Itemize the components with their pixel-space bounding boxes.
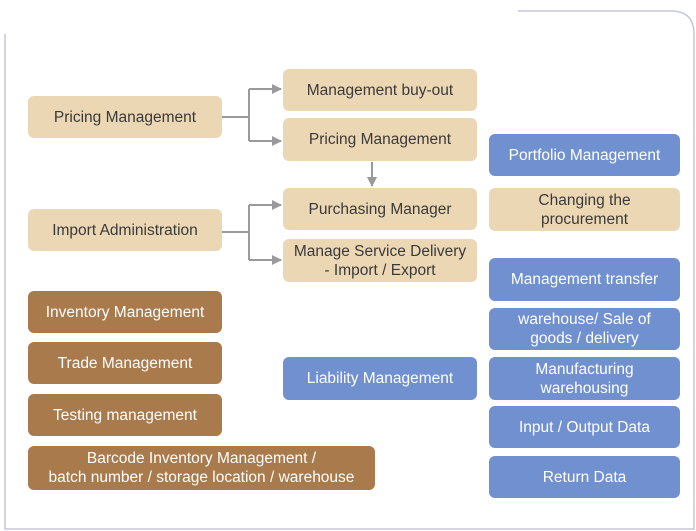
management-buyout-node: Management buy-out bbox=[283, 69, 477, 111]
liability-management-node: Liability Management bbox=[283, 357, 477, 400]
barcode-inventory-node: Barcode Inventory Management / batch num… bbox=[28, 446, 375, 490]
return-data-node: Return Data bbox=[489, 456, 680, 498]
testing-management-node: Testing management bbox=[28, 394, 222, 436]
portfolio-management-node: Portfolio Management bbox=[489, 134, 680, 176]
manufacturing-warehousing-node: Manufacturing warehousing bbox=[489, 357, 680, 400]
input-output-data-node: Input / Output Data bbox=[489, 406, 680, 448]
import-administration-node: Import Administration bbox=[28, 209, 222, 251]
pricing-connector bbox=[222, 84, 282, 146]
purchasing-manager-node: Purchasing Manager bbox=[283, 188, 477, 230]
trade-management-node: Trade Management bbox=[28, 342, 222, 384]
changing-procurement-node: Changing the procurement bbox=[489, 188, 680, 231]
manage-service-delivery-node: Manage Service Delivery - Import / Expor… bbox=[283, 239, 477, 282]
pricing-management-sub-node: Pricing Management bbox=[283, 118, 477, 161]
pricing-management-node: Pricing Management bbox=[28, 96, 222, 138]
import-connector bbox=[222, 200, 282, 265]
management-transfer-node: Management transfer bbox=[489, 258, 680, 301]
warehouse-sale-node: warehouse/ Sale of goods / delivery bbox=[489, 308, 680, 350]
inventory-management-node: Inventory Management bbox=[28, 291, 222, 333]
